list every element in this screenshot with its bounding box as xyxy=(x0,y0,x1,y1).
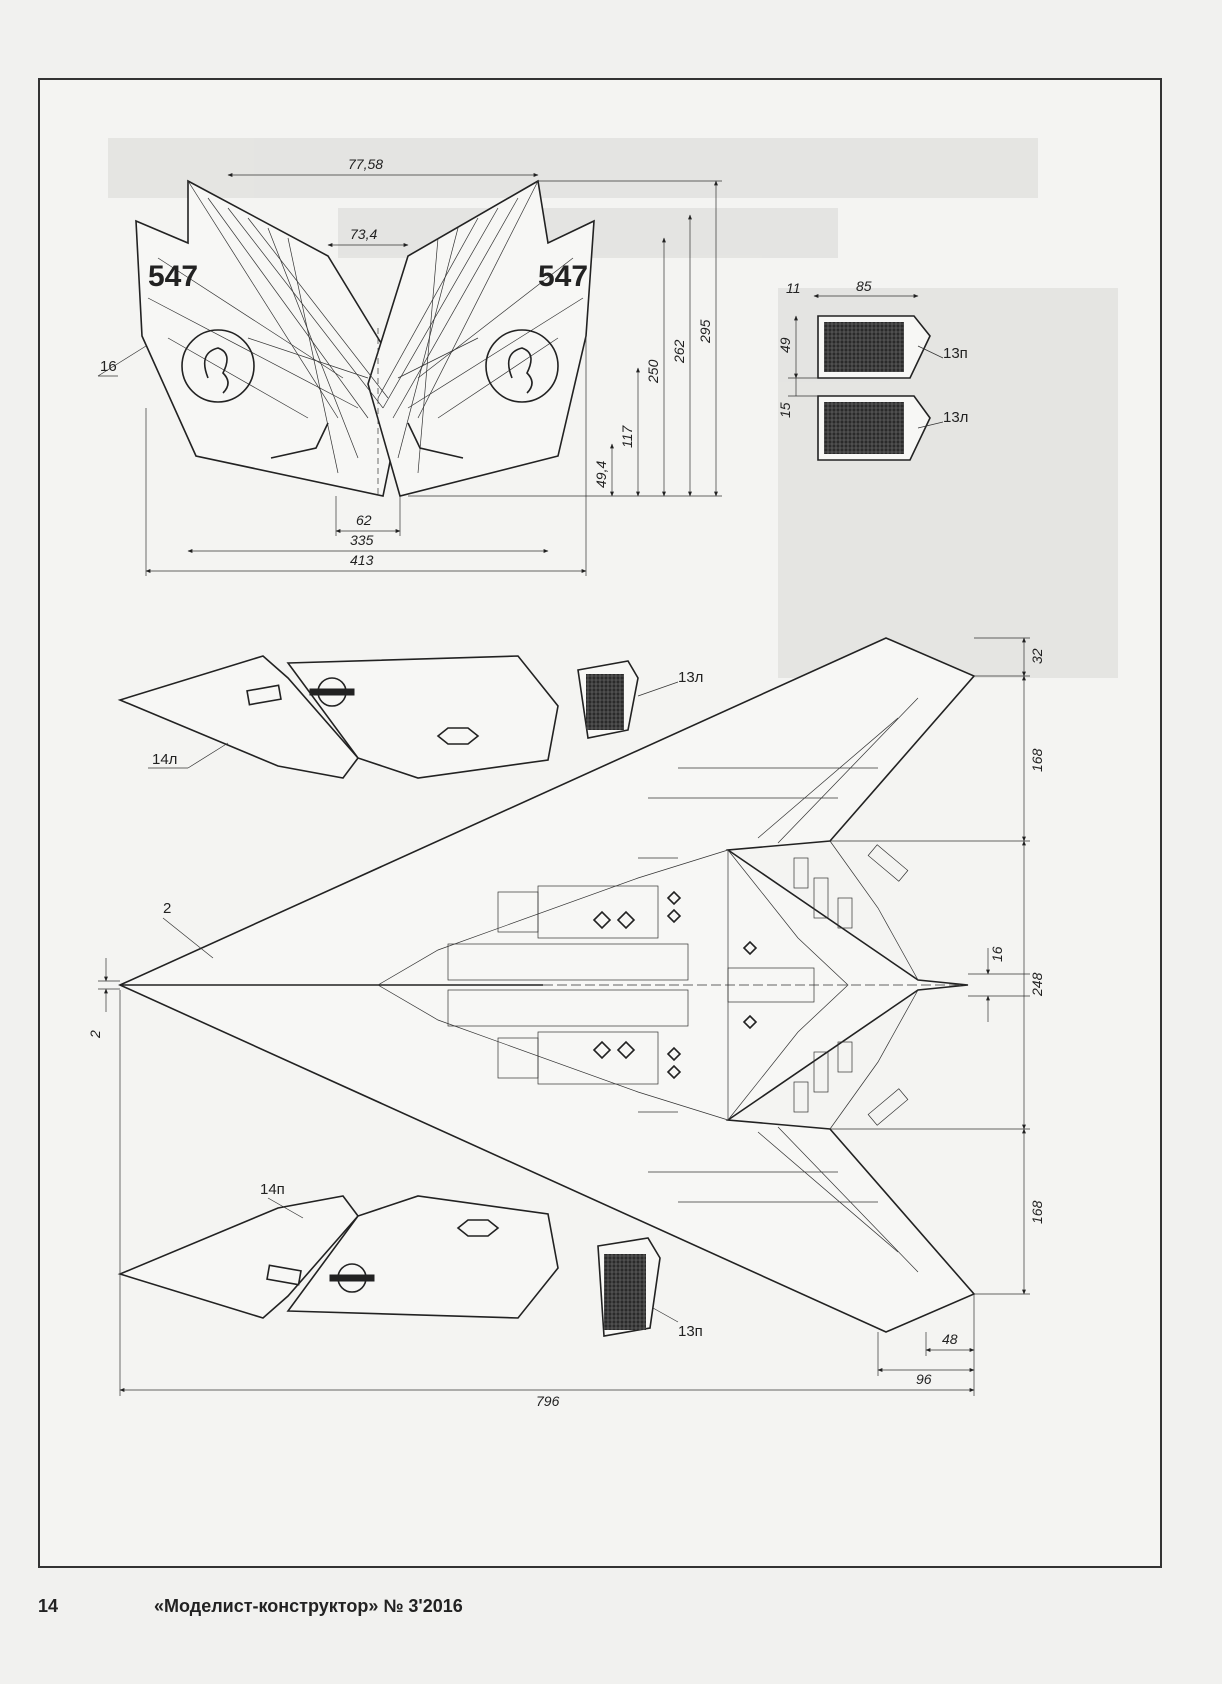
dim-413: 413 xyxy=(350,552,374,568)
tail-fin-right xyxy=(367,179,595,497)
dim-85: 85 xyxy=(856,278,872,294)
page-footer: 14 «Моделист-конструктор» № 3'2016 xyxy=(38,1596,1162,1626)
dim-250: 250 xyxy=(645,359,661,384)
label-13p-plan: 13п xyxy=(678,1323,703,1340)
dim-168-bottom: 168 xyxy=(1029,1200,1045,1224)
dim-248: 248 xyxy=(1029,972,1045,997)
page-number: 14 xyxy=(38,1596,59,1616)
tail-fin-left xyxy=(135,179,407,497)
dim-262: 262 xyxy=(671,339,687,364)
squirrel-emblem-left xyxy=(181,329,255,403)
dim-32: 32 xyxy=(1029,648,1045,664)
tail-view: 547 547 16 77,58 73,4 62 335 413 295 262… xyxy=(97,156,722,576)
part-14p xyxy=(117,1195,559,1319)
dim-15: 15 xyxy=(777,402,793,418)
dim-73-4: 73,4 xyxy=(350,226,377,242)
dim-2: 2 xyxy=(87,1030,103,1039)
tail-number-left: 547 xyxy=(148,260,198,293)
dim-335: 335 xyxy=(350,532,374,548)
dim-796: 796 xyxy=(536,1393,560,1409)
tail-number-right: 547 xyxy=(538,260,588,293)
blueprint-drawing: 547 547 16 77,58 73,4 62 335 413 295 262… xyxy=(87,138,1118,1409)
dim-49-4: 49,4 xyxy=(593,461,609,488)
dim-77-58: 77,58 xyxy=(348,156,383,172)
dim-48: 48 xyxy=(942,1331,958,1347)
part-14l xyxy=(117,655,559,779)
dim-62: 62 xyxy=(356,512,372,528)
dim-16: 16 xyxy=(989,946,1005,962)
dim-295: 295 xyxy=(697,319,713,344)
label-13l-plan: 13л xyxy=(678,669,703,686)
dim-168-top: 168 xyxy=(1029,748,1045,772)
dim-117: 117 xyxy=(619,424,635,448)
dim-11: 11 xyxy=(786,280,801,296)
dim-96: 96 xyxy=(916,1371,932,1387)
label-14l: 14л xyxy=(152,751,177,768)
label-13l-top: 13л xyxy=(943,409,968,426)
squirrel-emblem-right xyxy=(485,329,559,403)
journal-title: «Моделист-конструктор» № 3'2016 xyxy=(154,1596,463,1616)
plan-view: 14л 13л 14п 13п 2 xyxy=(87,637,1045,1409)
ghost-background xyxy=(108,138,1118,678)
label-part-2: 2 xyxy=(163,900,171,917)
label-13p-top: 13п xyxy=(943,345,968,362)
intake-grilles: 11 85 49 15 13п 13л xyxy=(777,278,968,461)
label-14p: 14п xyxy=(260,1181,285,1198)
dim-49: 49 xyxy=(777,337,793,353)
part-label-16: 16 xyxy=(100,358,117,375)
